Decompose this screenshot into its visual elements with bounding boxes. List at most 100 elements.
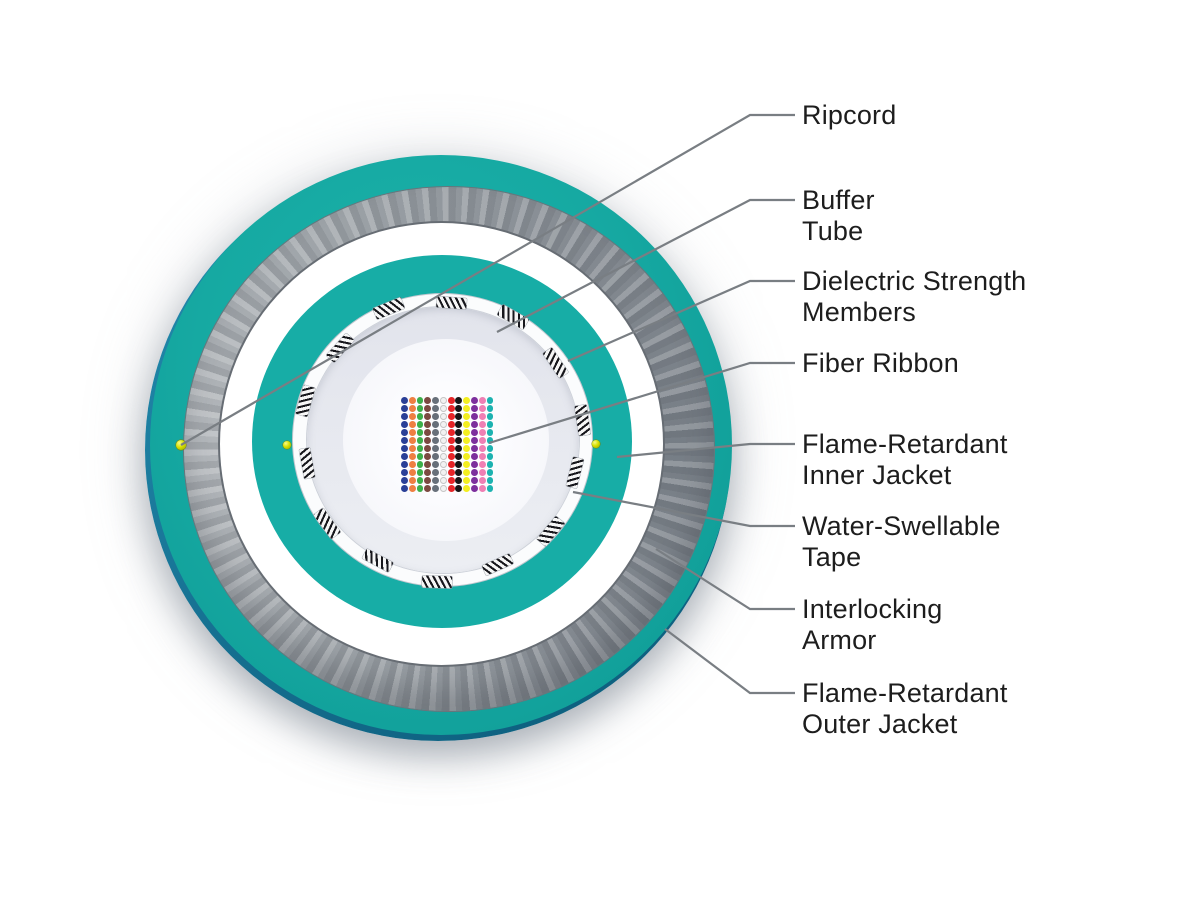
fiber-dot: [486, 437, 494, 444]
fiber-dot: [447, 453, 455, 460]
fiber-dot: [424, 477, 432, 484]
fiber-dot: [478, 421, 486, 428]
fiber-dot: [486, 429, 494, 436]
fiber-dot: [439, 405, 447, 412]
fiber-dot: [471, 437, 478, 444]
fiber-dot: [401, 445, 408, 452]
fiber-dot: [463, 421, 471, 428]
label-interlocking-armor: Interlocking Armor: [802, 594, 943, 655]
leader-line-dielectric-strength-members: [567, 279, 795, 363]
fiber-dot: [447, 437, 455, 444]
leader-line-fiber-ribbon: [488, 361, 795, 445]
fiber-dot: [432, 445, 440, 452]
ripcord-dot: [283, 441, 291, 449]
fiber-dot: [471, 397, 478, 404]
fiber-dot: [478, 469, 486, 476]
fiber-dot: [439, 485, 447, 492]
fiber-dot: [463, 405, 471, 412]
fiber-dot: [486, 477, 494, 484]
label-dielectric-strength-members: Dielectric Strength Members: [802, 266, 1027, 327]
fiber-dot: [401, 413, 408, 420]
fiber-dot: [408, 477, 416, 484]
fiber-dot: [471, 413, 478, 420]
fiber-dot: [401, 397, 408, 404]
fiber-dot: [486, 485, 494, 492]
fiber-dot: [463, 445, 471, 452]
fiber-dot: [424, 413, 432, 420]
fiber-dot: [463, 437, 471, 444]
fiber-dot: [455, 397, 463, 404]
fiber-ribbon-row: [401, 421, 494, 428]
fiber-dot: [455, 485, 463, 492]
fiber-dot: [455, 429, 463, 436]
leader-line-water-swellable-tape: [572, 490, 795, 528]
fiber-dot: [432, 477, 440, 484]
fiber-ribbon-row: [401, 397, 494, 404]
fiber-dot: [463, 413, 471, 420]
fiber-dot: [416, 421, 424, 428]
fiber-dot: [471, 485, 478, 492]
fiber-dot: [486, 445, 494, 452]
fiber-dot: [455, 445, 463, 452]
fiber-ribbon-row: [401, 437, 494, 444]
fiber-dot: [432, 485, 440, 492]
fiber-dot: [439, 437, 447, 444]
fiber-ribbon-row: [401, 453, 494, 460]
leader-line-flame-retardant-inner-jacket: [616, 442, 795, 459]
fiber-dot: [439, 453, 447, 460]
fiber-dot: [408, 469, 416, 476]
fiber-dot: [471, 445, 478, 452]
fiber-ribbon-row: [401, 405, 494, 412]
fiber-dot: [471, 421, 478, 428]
fiber-ribbon-row: [401, 461, 494, 468]
fiber-ribbon-row: [401, 485, 494, 492]
fiber-ribbon-row: [401, 445, 494, 452]
fiber-dot: [455, 405, 463, 412]
fiber-dot: [439, 461, 447, 468]
fiber-dot: [439, 477, 447, 484]
fiber-ribbon-row: [401, 477, 494, 484]
fiber-dot: [478, 461, 486, 468]
fiber-dot: [486, 397, 494, 404]
fiber-dot: [416, 413, 424, 420]
fiber-dot: [416, 469, 424, 476]
fiber-dot: [401, 405, 408, 412]
fiber-dot: [424, 469, 432, 476]
fiber-ribbon-row: [401, 413, 494, 420]
fiber-dot: [471, 469, 478, 476]
fiber-dot: [424, 453, 432, 460]
fiber-dot: [463, 397, 471, 404]
fiber-dot: [478, 485, 486, 492]
fiber-dot: [432, 461, 440, 468]
label-fiber-ribbon: Fiber Ribbon: [802, 348, 959, 378]
fiber-ribbon-row: [401, 429, 494, 436]
fiber-dot: [401, 437, 408, 444]
fiber-dot: [478, 413, 486, 420]
fiber-dot: [478, 405, 486, 412]
fiber-dot: [447, 413, 455, 420]
fiber-dot: [401, 453, 408, 460]
fiber-dot: [416, 445, 424, 452]
fiber-dot: [486, 413, 494, 420]
fiber-dot: [401, 461, 408, 468]
fiber-dot: [424, 437, 432, 444]
fiber-dot: [401, 469, 408, 476]
fiber-dot: [463, 429, 471, 436]
fiber-dot: [447, 461, 455, 468]
fiber-dot: [463, 469, 471, 476]
fiber-dot: [447, 469, 455, 476]
fiber-dot: [401, 429, 408, 436]
fiber-dot: [447, 397, 455, 404]
fiber-dot: [401, 485, 408, 492]
ripcord-dot: [592, 440, 600, 448]
leader-line-ripcord: [180, 113, 795, 446]
fiber-dot: [432, 437, 440, 444]
fiber-dot: [455, 477, 463, 484]
fiber-dot: [416, 405, 424, 412]
fiber-dot: [416, 429, 424, 436]
fiber-dot: [408, 453, 416, 460]
fiber-dot: [478, 445, 486, 452]
fiber-dot: [432, 453, 440, 460]
label-flame-retardant-outer-jacket: Flame-Retardant Outer Jacket: [802, 678, 1008, 739]
